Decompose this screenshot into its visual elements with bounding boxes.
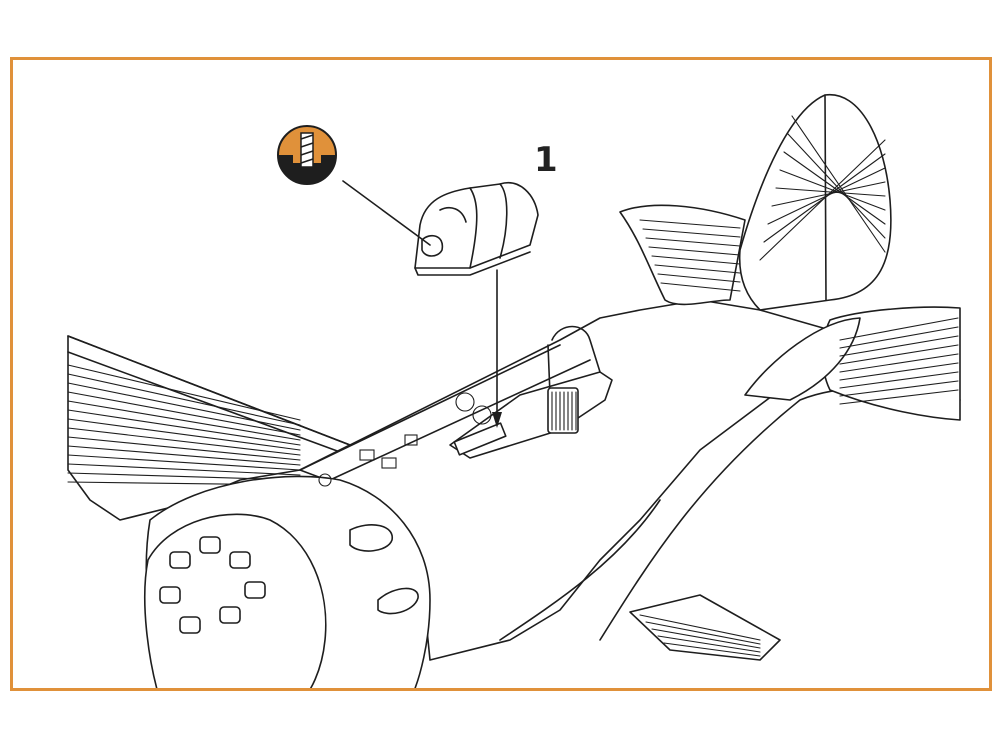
stabilizer-hatch-line (660, 282, 741, 292)
stabilizer-hatch-line (645, 237, 741, 247)
arrow-head (492, 412, 502, 428)
fin-hatch-line (779, 169, 886, 211)
leader-lines (342, 180, 502, 428)
wing-hatch-line (639, 614, 761, 641)
stabilizer-hatch-line (839, 371, 959, 389)
fin-hatch-line (771, 181, 886, 207)
wing-rib-line (67, 445, 301, 466)
stabilizer-hatch-line (839, 380, 959, 397)
cowling-vent (179, 616, 201, 634)
stabilizer-hatch-line (639, 219, 741, 229)
wing-rib-line (67, 364, 301, 421)
left-stabilizer (619, 204, 746, 306)
callout-leader-line (342, 180, 431, 246)
fuselage (299, 299, 961, 661)
stabilizer-hatch-line (839, 335, 959, 357)
wing-rib-line (67, 436, 301, 461)
right-wing (629, 594, 781, 661)
wing-hatch-line (657, 635, 761, 653)
wing-rib-line (67, 418, 301, 451)
cowling-vent (159, 586, 181, 604)
fin-hatch-line (787, 133, 886, 239)
cowling-vent (199, 536, 221, 554)
fin-hatch-line (767, 167, 886, 225)
stabilizer-hatch-line (839, 317, 959, 341)
wing-rib-line (67, 391, 301, 436)
cowling-vent (229, 551, 251, 569)
stabilizer-hatch-line (657, 273, 741, 283)
fin-hatch-line (775, 187, 886, 197)
stabilizer-hatch-line (839, 326, 959, 349)
stabilizer-hatch-line (654, 264, 741, 274)
wing-rib-line (67, 409, 301, 446)
wing-rib-line (67, 373, 301, 426)
wing-hatch-line (663, 642, 761, 657)
stabilizer-hatch-line (839, 389, 959, 405)
wing-rib-line (67, 463, 301, 476)
fin-hatch-line (783, 151, 886, 225)
wing-hatch-line (645, 621, 761, 645)
stabilizer-hatch-line (648, 246, 741, 256)
cowling-vent (219, 606, 241, 624)
stabilizer-hatch-line (839, 353, 959, 373)
stabilizer-hatch-line (642, 228, 741, 238)
stabilizer-hatch-line (839, 362, 959, 381)
fin-hatch-line (763, 153, 886, 243)
wing-rib-line (67, 382, 301, 431)
wing-rib-line (67, 427, 301, 456)
wing-rib-line (67, 454, 301, 471)
tail-fin (738, 94, 892, 311)
stabilizer-hatch-line (839, 344, 959, 365)
cowling-vent (169, 551, 191, 569)
canopy-part (414, 181, 539, 276)
cowling-vent (244, 581, 266, 599)
wing-rib-line (67, 400, 301, 441)
fin-hatch-line (791, 115, 886, 253)
step-number: 1 (534, 140, 558, 180)
engine-cowling (144, 434, 431, 688)
cockpit-opening (449, 325, 613, 459)
wing-hatch-line (651, 628, 761, 649)
right-stabilizer (744, 306, 961, 421)
stabilizer-hatch-line (651, 255, 741, 265)
drill-hole-icon (277, 125, 337, 185)
